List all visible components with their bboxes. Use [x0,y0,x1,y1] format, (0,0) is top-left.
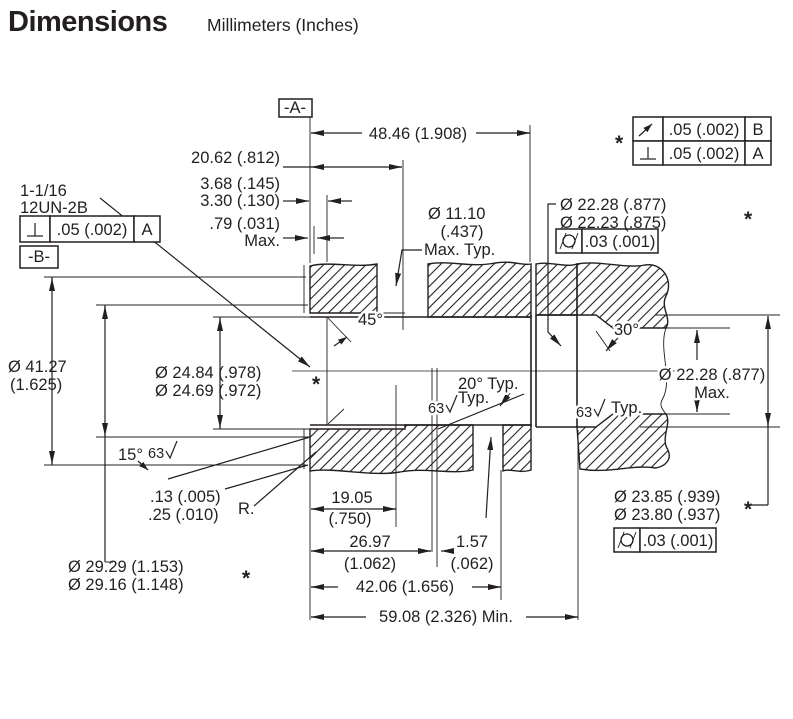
finish-63-right: 63 [576,405,592,421]
fcf-runout-value: .05 (.002) [669,121,740,139]
fcf-top-right: * .05 (.002) B .05 (.002) A [615,116,772,166]
dim-radius: R. [238,500,255,518]
finish-63-left: 63 [148,446,164,462]
dim-26-97-b: (1.062) [344,555,396,573]
star-seal-bore: * [744,498,753,521]
dim-29-29: Ø 29.29 (1.153) [68,558,184,576]
cylindricity-icon [559,232,579,250]
dim-19-05-b: (.750) [328,510,371,528]
fcf-perp-datum: A [752,145,763,163]
dim-1-57-a: 1.57 [456,533,488,551]
dim-24-69: Ø 24.69 (.972) [155,382,261,400]
dim-23-85: Ø 23.85 (.939) [614,488,720,506]
dim-20-62: 20.62 (.812) [191,149,280,167]
fcf-groove-bottom-cylindricity: .03 (.001) [613,527,717,553]
dimension-labels: 48.46 (1.908) 20.62 (.812) 3.68 (.145) 3… [8,125,768,626]
perpendicularity-icon [640,147,656,160]
star-thread-bore: * [312,373,321,396]
check-icon [165,440,178,460]
angle-15: 15° [118,446,143,464]
star-groove: * [744,208,753,231]
datum-flag-b: -B- [19,245,59,269]
top-wall-right-block [576,262,670,329]
dim-11-10-c: Max. Typ. [424,241,495,259]
angle-30: 30° [614,321,639,339]
page-subtitle: Millimeters (Inches) [207,15,359,35]
dim-0-25: .25 (.010) [148,506,219,524]
dim-24-84: Ø 24.84 (.978) [155,364,261,382]
surface-finish-marks: 63 63 Typ. 63 Typ. [146,387,645,465]
dim-22-23-groove: Ø 22.23 (.875) [560,214,666,232]
top-wall-thread-block [309,263,378,314]
datum-flag-a: -A- [278,98,313,118]
dim-1-57-b: (.062) [450,555,493,573]
top-wall-mid-block [427,261,532,318]
dim-41-27-b: (1.625) [10,376,62,394]
dim-42-06: 42.06 (1.656) [356,578,454,596]
finish-63-mid: 63 [428,401,444,417]
dim-23-80: Ø 23.80 (.937) [614,506,720,524]
fcf-left-perpendicularity: .05 (.002) A [19,215,161,243]
fcf-groove-top-value: .03 (.001) [585,233,656,251]
dim-3-30: 3.30 (.130) [200,192,280,210]
dim-0-79-max: Max. [244,232,280,250]
dim-48-46: 48.46 (1.908) [369,125,467,143]
fcf-groove-bottom-value: .03 (.001) [643,532,714,550]
note-star: * [615,132,624,155]
dim-3-68: 3.68 (.145) [200,175,280,193]
dim-29-16: Ø 29.16 (1.148) [68,576,184,594]
circular-runout-icon [638,123,653,137]
fcf-perp-value: .05 (.002) [669,145,740,163]
fcf-left-datum: A [141,221,152,239]
dim-0-79: .79 (.031) [209,215,280,233]
fcf-groove-top-cylindricity: .03 (.001) [555,228,659,254]
thread-callout-line2: 12UN-2B [20,199,88,217]
angle-45: 45° [358,311,383,329]
angle-20: 20° Typ. [458,375,518,393]
perpendicularity-icon [27,223,43,237]
dim-19-05-a: 19.05 [331,489,372,507]
check-icon [593,398,606,418]
dim-22-28-max-b: Max. [694,384,730,402]
datum-a-label: -A- [284,99,306,117]
datum-b-label: -B- [28,248,50,266]
dim-22-28-groove: Ø 22.28 (.877) [560,196,666,214]
dim-59-08: 59.08 (2.326) Min. [379,608,513,626]
dim-26-97-a: 26.97 [349,533,390,551]
thread-callout-line1: 1-1/16 [20,182,67,200]
dimension-lines [49,130,771,620]
finish-typ-right: Typ. [611,399,642,417]
dim-11-10-a: Ø 11.10 [428,205,485,223]
bottom-wall-right-block [576,413,670,472]
check-icon [445,394,458,414]
fcf-runout-datum: B [752,121,763,139]
bottom-wall-mid-block [502,424,532,473]
part-cross-section [167,261,682,567]
fcf-left-value: .05 (.002) [57,221,128,239]
dim-0-13: .13 (.005) [150,488,221,506]
extension-lines [44,114,780,620]
cylindricity-icon [617,531,637,549]
dim-41-27-a: Ø 41.27 [8,358,67,376]
dim-11-10-b: (.437) [440,223,483,241]
dim-22-28-max-a: Ø 22.28 (.877) [659,366,765,384]
page-title: Dimensions [8,6,168,38]
star-spotface: * [242,567,251,590]
finish-typ-mid: Typ. [458,389,489,407]
top-wall-groove-shoulder [535,262,578,316]
bottom-wall-left-block [309,424,474,475]
